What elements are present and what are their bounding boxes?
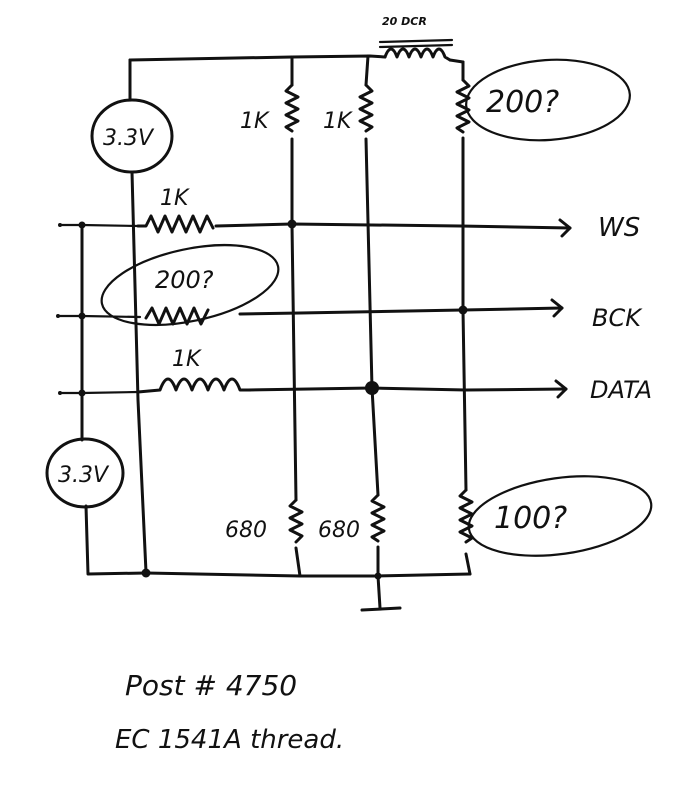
source-2-label: 3.3V xyxy=(58,463,110,488)
column-3 xyxy=(455,60,474,576)
resistor-label-bottom-left: 680 xyxy=(225,518,267,543)
note-line-1: Post # 4750 xyxy=(125,669,297,702)
circle-bottom-right xyxy=(467,475,653,557)
junction-dot xyxy=(141,568,151,578)
circle-bck xyxy=(100,244,280,326)
resistor-label-ws-series: 1K xyxy=(160,186,190,211)
column-1 xyxy=(284,55,304,578)
note-line-2: EC 1541A thread. xyxy=(115,725,344,755)
junction-dot xyxy=(78,312,86,320)
ground-symbol xyxy=(360,574,402,612)
bck-line xyxy=(56,298,564,326)
junction-dot xyxy=(374,572,382,580)
resistor-label-bottom-right: 100? xyxy=(494,501,567,536)
question-circles xyxy=(100,58,653,557)
top-rail xyxy=(128,54,465,64)
resistor-label-top-mid: 1K xyxy=(323,109,353,134)
outer-left-rail xyxy=(80,223,148,576)
junction-dot xyxy=(58,223,62,227)
signal-label-ws: WS xyxy=(598,213,640,243)
resistor-label-bottom-mid: 680 xyxy=(318,518,360,543)
voltage-source-2: 3.3V xyxy=(45,437,125,509)
resistor-label-data-series: 1K xyxy=(172,347,202,372)
junction-dot xyxy=(365,381,379,395)
junction-dots xyxy=(56,219,468,580)
inductor-label: 20 DCR xyxy=(382,15,427,28)
junction-dot xyxy=(58,391,62,395)
left-rail xyxy=(128,58,148,574)
column-2 xyxy=(358,54,386,578)
junction-dot xyxy=(78,389,86,397)
signal-label-bck: BCK xyxy=(592,304,643,332)
voltage-source-1: 3.3V xyxy=(90,98,174,174)
bottom-rail xyxy=(144,571,472,578)
data-line xyxy=(58,377,568,399)
junction-dot xyxy=(56,314,60,318)
resistor-label-top-left: 1K xyxy=(240,109,270,134)
junction-dot xyxy=(287,219,297,229)
ws-line xyxy=(58,214,572,238)
resistor-label-bck-series: 200? xyxy=(155,266,214,294)
inductor: 20 DCR xyxy=(378,15,454,62)
circle-top-right xyxy=(465,58,631,142)
signal-label-data: DATA xyxy=(590,376,652,404)
junction-dot xyxy=(458,305,468,315)
resistor-label-top-right: 200? xyxy=(486,85,559,120)
source-1-label: 3.3V xyxy=(103,126,155,151)
junction-dot xyxy=(78,221,86,229)
